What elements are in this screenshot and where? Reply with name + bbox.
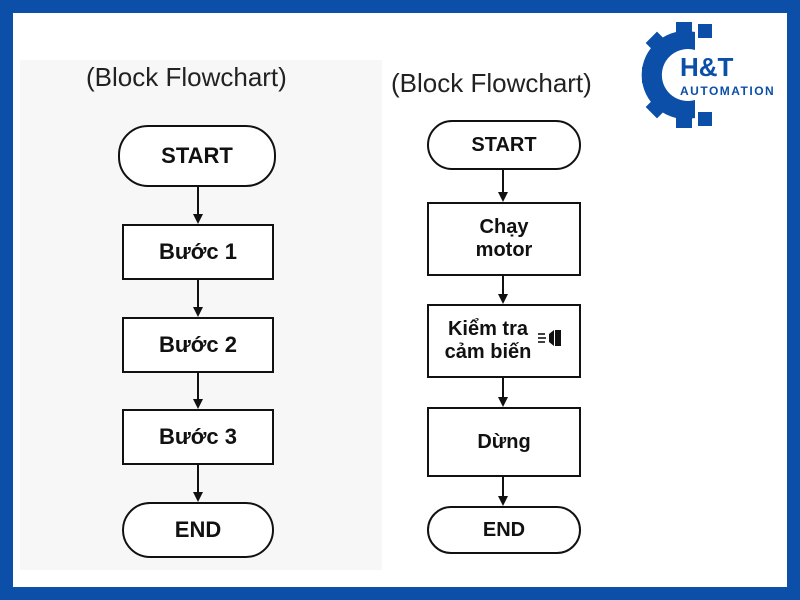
left-start-node: START — [118, 125, 276, 187]
sensor-icon — [537, 327, 563, 355]
right-check-sensor-line2: cảm biến — [444, 341, 532, 363]
left-step1-node: Bước 1 — [122, 224, 274, 280]
right-flowchart-title: (Block Flowchart) — [391, 68, 592, 98]
left-flowchart-title: (Block Flowchart) — [86, 62, 287, 92]
logo-brand-text: H&T — [680, 52, 734, 82]
right-check-sensor-node: Kiểm tra cảm biến — [427, 304, 581, 378]
right-run-motor-line1: Chạy — [479, 216, 529, 238]
right-start-node: START — [427, 120, 581, 170]
right-run-motor-node: Chạy motor — [427, 202, 581, 276]
left-step3-node: Bước 3 — [122, 409, 274, 465]
brand-logo: H&T AUTOMATION — [640, 20, 790, 130]
right-end-node: END — [427, 506, 581, 554]
logo-tagline: AUTOMATION — [680, 84, 776, 98]
right-run-motor-line2: motor — [475, 239, 533, 261]
right-stop-node: Dừng — [427, 407, 581, 477]
right-check-sensor-line1: Kiểm tra — [447, 318, 528, 340]
left-step2-node: Bước 2 — [122, 317, 274, 373]
left-end-node: END — [122, 502, 274, 558]
gear-icon — [641, 22, 712, 128]
